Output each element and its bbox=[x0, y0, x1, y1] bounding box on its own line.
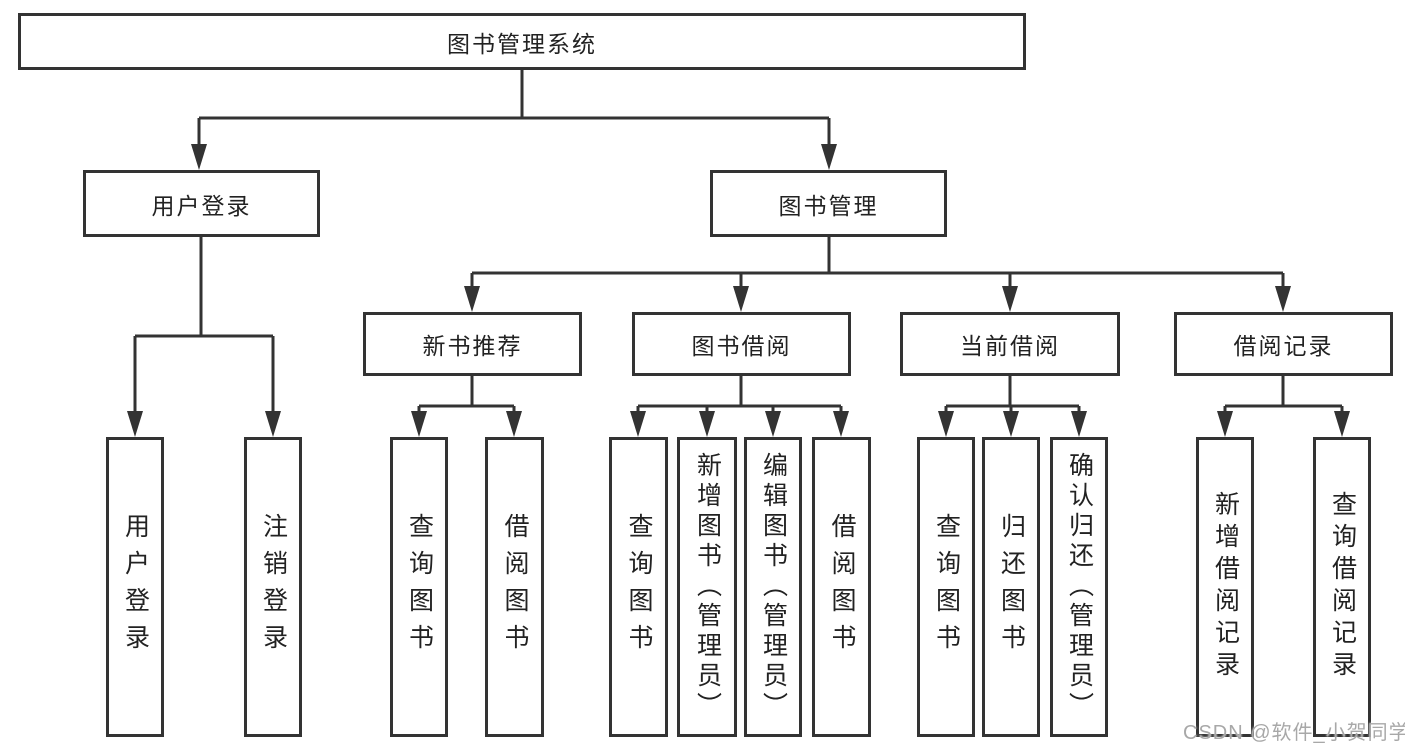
leaf-add-borrow-record: 新增借阅记录 bbox=[1196, 437, 1254, 737]
node-user-login: 用户登录 bbox=[83, 170, 320, 237]
leaf-edit-books-admin: 编辑图书（管理员） bbox=[744, 437, 802, 737]
leaf-query-books-1: 查询图书 bbox=[390, 437, 448, 737]
node-library-management-system: 图书管理系统 bbox=[18, 13, 1026, 70]
leaf-borrow-books-1: 借阅图书 bbox=[485, 437, 544, 737]
leaf-query-books-3: 查询图书 bbox=[917, 437, 975, 737]
leaf-user-login: 用户登录 bbox=[106, 437, 164, 737]
leaf-query-borrow-record: 查询借阅记录 bbox=[1313, 437, 1371, 737]
leaf-confirm-return-admin: 确认归还（管理员） bbox=[1050, 437, 1108, 737]
leaf-return-books: 归还图书 bbox=[982, 437, 1040, 737]
leaf-logout: 注销登录 bbox=[244, 437, 302, 737]
node-current-borrowing: 当前借阅 bbox=[900, 312, 1120, 376]
node-book-borrowing: 图书借阅 bbox=[632, 312, 851, 376]
leaf-borrow-books-2: 借阅图书 bbox=[812, 437, 871, 737]
node-book-management: 图书管理 bbox=[710, 170, 947, 237]
node-new-book-recommendation: 新书推荐 bbox=[363, 312, 582, 376]
leaf-query-books-2: 查询图书 bbox=[609, 437, 668, 737]
node-borrowing-records: 借阅记录 bbox=[1174, 312, 1393, 376]
leaf-add-books-admin: 新增图书（管理员） bbox=[677, 437, 737, 737]
watermark-text: CSDN @软件_小贺同学 bbox=[1183, 722, 1405, 744]
